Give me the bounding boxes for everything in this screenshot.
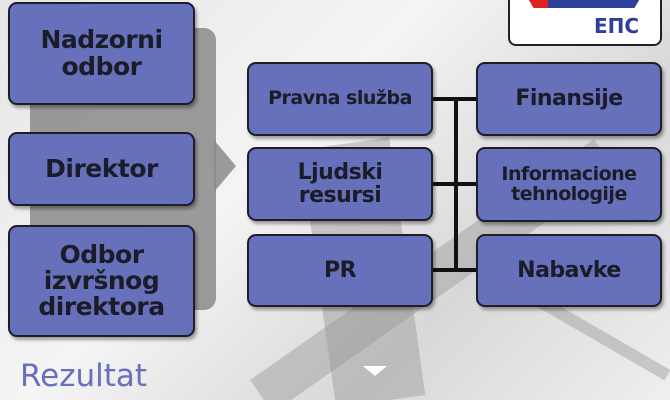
box-nabavke: Nabavke (476, 234, 662, 307)
box-label: Finansije (515, 86, 623, 112)
box-label: PR (323, 257, 357, 283)
footer-label: Rezultat (20, 358, 148, 394)
box-pr: PR (247, 234, 433, 307)
connector-row-2 (432, 182, 478, 186)
box-label: Direktor (45, 153, 158, 183)
connector-row-1 (432, 97, 478, 101)
logo-mark (524, 0, 644, 8)
box-label: Informacione tehnologije (501, 162, 637, 205)
box-label: Nabavke (517, 257, 621, 283)
logo-box: ЕПС (508, 0, 662, 46)
connector-row-3 (432, 268, 478, 272)
box-label: Odbor izvršnog direktora (38, 239, 165, 322)
box-direktor: Direktor (8, 132, 195, 206)
box-label: Ljudski resursi (297, 159, 383, 208)
box-ljudski-resursi: Ljudski resursi (247, 147, 433, 221)
arrow-tip (214, 140, 236, 192)
box-finansije: Finansije (476, 62, 662, 136)
down-arrow-icon (363, 366, 387, 376)
box-pravna-sluzba: Pravna služba (247, 62, 433, 136)
box-nadzorni-odbor: Nadzorni odbor (8, 2, 195, 105)
box-label: Pravna služba (268, 87, 412, 110)
logo-text: ЕПС (594, 14, 640, 38)
box-label: Nadzorni odbor (40, 25, 163, 81)
box-informacione-tehnologije: Informacione tehnologije (476, 147, 662, 222)
box-odbor-izvrsnog-direktora: Odbor izvršnog direktora (8, 225, 195, 337)
